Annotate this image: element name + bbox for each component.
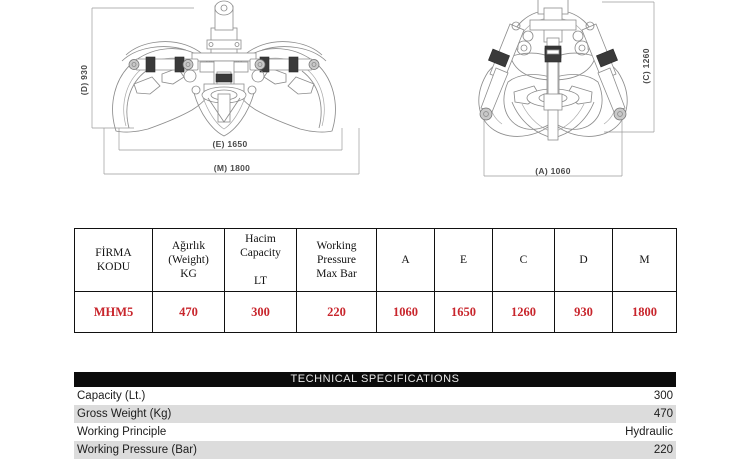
spec-row-working-principle: Working Principle Hydraulic (74, 423, 676, 441)
dimension-label-D: (D) 930 (79, 65, 89, 95)
spec-label-working-pressure: Working Pressure (Bar) (77, 444, 197, 456)
header-firma-kodu: FİRMA KODU (74, 228, 153, 292)
model-dimension-table: FİRMA KODU Ağırlık (Weight) KG Hacim Cap… (74, 228, 677, 333)
value-dimension-c: 1260 (492, 291, 555, 333)
header-dimension-e: E (434, 228, 493, 292)
table-header-row: FİRMA KODU Ağırlık (Weight) KG Hacim Cap… (74, 228, 677, 292)
spec-row-gross-weight: Gross Weight (Kg) 470 (74, 405, 676, 423)
header-dimension-a: A (376, 228, 435, 292)
spec-label-capacity: Capacity (Lt.) (77, 390, 146, 402)
spec-row-working-pressure: Working Pressure (Bar) 220 (74, 441, 676, 459)
header-dimension-m: M (612, 228, 677, 292)
header-dimension-c: C (492, 228, 555, 292)
table-value-row: MHM5 470 300 220 1060 1650 1260 930 1800 (74, 291, 677, 333)
dimension-label-E: (E) 1650 (212, 139, 247, 149)
value-dimension-e: 1650 (434, 291, 493, 333)
technical-specifications-title: TECHNICAL SPECIFICATIONS (74, 372, 676, 387)
spec-value-working-pressure: 220 (653, 444, 673, 456)
technical-specifications-block: TECHNICAL SPECIFICATIONS Capacity (Lt.) … (74, 372, 676, 459)
spec-label-working-principle: Working Principle (77, 426, 167, 438)
spec-value-gross-weight: 470 (653, 408, 673, 420)
value-dimension-a: 1060 (376, 291, 435, 333)
spec-value-working-principle: Hydraulic (625, 426, 673, 438)
dimension-lines-left (91, 7, 360, 175)
value-agirlik-weight-kg: 470 (152, 291, 225, 333)
spec-label-gross-weight: Gross Weight (Kg) (77, 408, 172, 420)
header-dimension-d: D (554, 228, 613, 292)
spec-row-capacity: Capacity (Lt.) 300 (74, 387, 676, 405)
value-hacim-capacity-lt: 300 (224, 291, 297, 333)
spec-value-capacity: 300 (653, 390, 673, 402)
grapple-drawing-left: (D) 930 (E) 1650 (M) 1800 (74, 0, 394, 198)
grapple-closed-svg: (C) 1260 (A) 1060 (478, 0, 655, 177)
grapple-open-svg: (D) 930 (E) 1650 (M) 1800 (79, 0, 360, 175)
value-working-pressure: 220 (296, 291, 377, 333)
grapple-drawing-right: (C) 1260 (A) 1060 (452, 0, 692, 198)
dimension-label-M: (M) 1800 (214, 163, 250, 173)
technical-drawings-area: (D) 930 (E) 1650 (M) 1800 (0, 0, 750, 200)
grapple-body-open (112, 0, 336, 137)
value-firma-kodu: MHM5 (74, 291, 153, 333)
dimension-lines-right (483, 1, 655, 177)
dimension-label-C: (C) 1260 (641, 48, 651, 83)
grapple-body-closed (478, 0, 628, 141)
header-working-pressure: Working Pressure Max Bar (296, 228, 377, 292)
dimension-label-A: (A) 1060 (535, 166, 570, 176)
value-dimension-d: 930 (554, 291, 613, 333)
header-agirlik-weight-kg: Ağırlık (Weight) KG (152, 228, 225, 292)
value-dimension-m: 1800 (612, 291, 677, 333)
header-hacim-capacity-lt: Hacim Capacity LT (224, 228, 297, 292)
